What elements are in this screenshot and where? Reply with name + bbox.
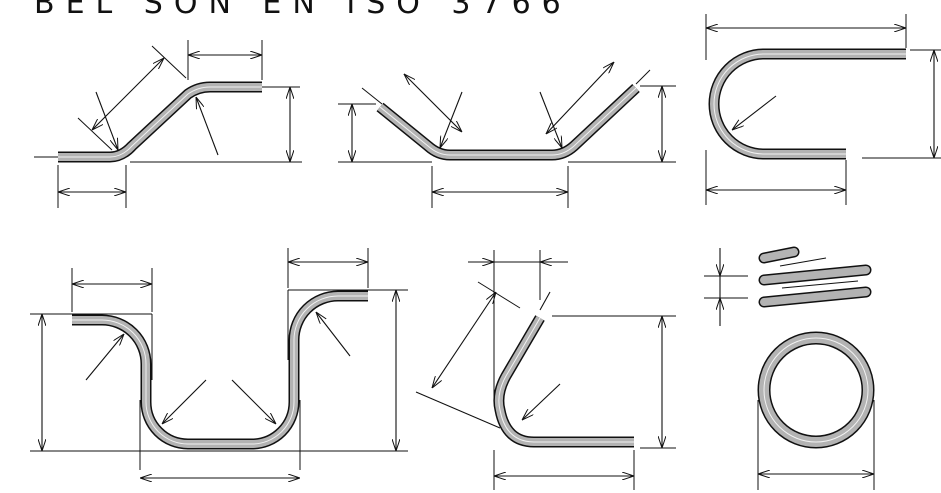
angled-end-tick — [539, 291, 551, 311]
dim-offset-diagonal — [92, 58, 164, 130]
shape-offset-bar — [34, 40, 302, 208]
shape-double-u-bar — [30, 248, 408, 478]
u-radius-leader-4 — [316, 312, 351, 357]
spiral-bar-3 — [758, 286, 872, 308]
dim-angled-diagonal — [432, 292, 496, 388]
radius-leader-lower — [95, 91, 118, 150]
offset-bar-body — [58, 81, 262, 163]
double-u-bar-body — [72, 290, 368, 450]
trough-bar-body — [376, 83, 640, 161]
shape-trough-bar — [338, 62, 676, 208]
angled-end-bar-body — [493, 315, 634, 448]
angled-radius-leader — [522, 383, 561, 420]
u-radius-leader-3 — [231, 379, 276, 424]
spiral-bar-1 — [758, 246, 800, 264]
shape-spiral-rings — [704, 246, 872, 326]
standard-title: BEL SON EN ISO 3766 — [34, 0, 572, 21]
radius-leader-upper — [196, 97, 219, 156]
u-radius-leader-2 — [162, 379, 207, 424]
dim-trough-left-diagonal — [404, 74, 462, 132]
hook-bar-body — [708, 48, 906, 160]
u-radius-leader-1 — [85, 334, 124, 381]
trough-radius-leader-right — [539, 91, 562, 148]
shape-closed-ring — [757, 331, 875, 490]
shape-angled-end-bar — [415, 250, 676, 490]
dim-trough-right-diagonal — [546, 62, 614, 134]
trough-radius-leader-left — [440, 91, 463, 148]
spiral-bar-2 — [758, 264, 872, 286]
hook-radius-leader — [732, 95, 777, 130]
shape-hook — [705, 14, 941, 205]
